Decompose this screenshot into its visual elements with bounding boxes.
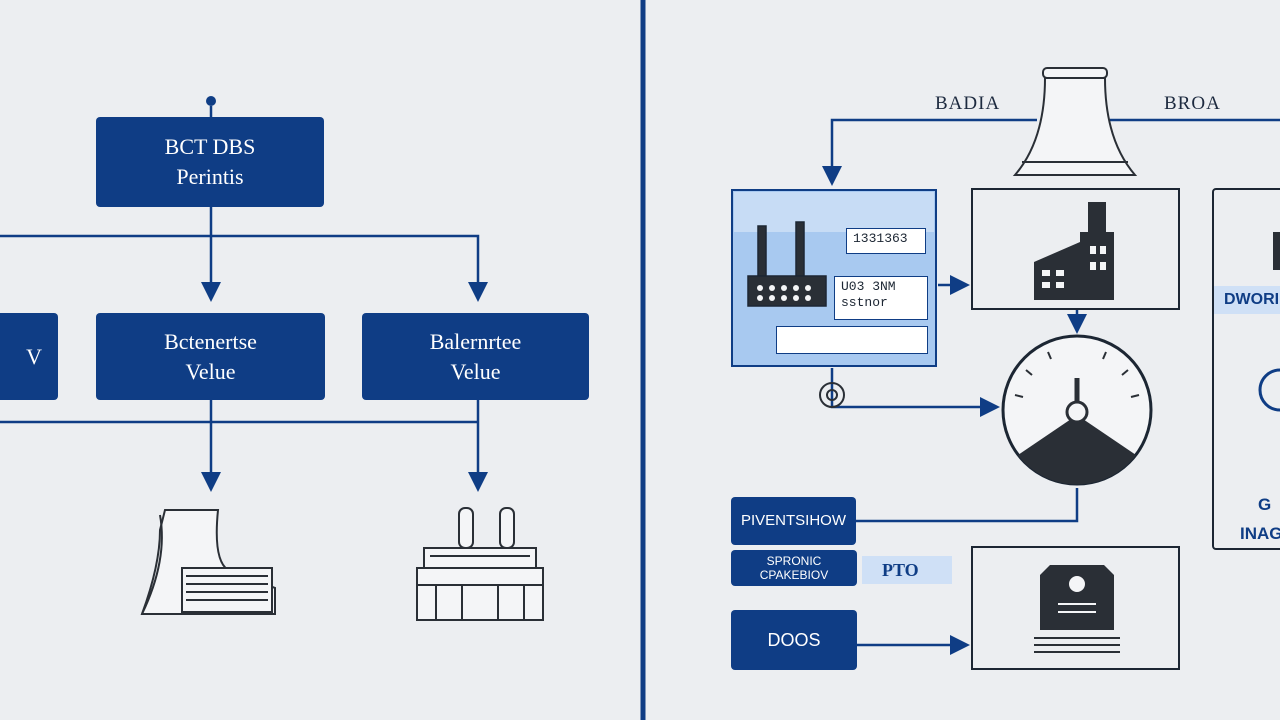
panel-b — [971, 188, 1180, 310]
side-text-1: G — [1258, 495, 1272, 514]
factory-icon — [416, 507, 544, 621]
panel-d — [971, 546, 1180, 670]
box-2[interactable]: SPRONIC CPAKEBIOV — [731, 550, 857, 586]
right-node-box[interactable]: Balernrtee Velue — [362, 313, 589, 400]
right-connectors — [822, 118, 1280, 655]
gauge-icon — [1001, 334, 1153, 486]
machine-icon — [1034, 202, 1114, 300]
center-node-line-1: Bctenertse — [164, 328, 257, 354]
label-badia: BADIA — [935, 93, 1001, 114]
box-2-line-1: SPRONIC — [766, 554, 822, 568]
partial-edge-icon — [1258, 232, 1280, 412]
box-1[interactable]: PIVENTSIHOW — [731, 497, 856, 545]
panel-a-field-1[interactable]: 1331363 — [846, 228, 926, 254]
gear-icon — [819, 382, 845, 408]
panel-a-field-2[interactable]: U03 3NM sstnor — [834, 276, 928, 320]
box-2-line-2: CPAKEBIOV — [759, 568, 829, 582]
panel-a-field-2-line-1: U03 3NM — [841, 279, 896, 294]
top-node-line-2: Perintis — [176, 164, 244, 189]
panel-c — [1212, 188, 1280, 550]
pto-tag: PTO — [862, 556, 952, 584]
left-connectors — [0, 96, 488, 492]
side-text-2: INAG — [1240, 524, 1280, 543]
center-node-box[interactable]: Bctenertse Velue — [96, 313, 325, 400]
left-node-box[interactable]: V — [0, 313, 58, 400]
label-broa: BROA — [1164, 93, 1221, 114]
panel-a-field-3[interactable] — [776, 326, 928, 354]
bell-tower-icon — [1012, 67, 1138, 176]
right-node-line-1: Balernrtee — [429, 328, 522, 354]
cooling-tower-icon — [140, 509, 276, 615]
certificate-icon — [1034, 565, 1120, 653]
box-3[interactable]: DOOS — [731, 610, 857, 670]
top-node-line-1: BCT DBS — [164, 134, 256, 159]
start-dot — [206, 96, 216, 106]
side-tag: DWORI — [1214, 286, 1280, 314]
top-node-box[interactable]: BCT DBS Perintis — [96, 117, 324, 207]
right-node-line-2: Velue — [450, 358, 501, 384]
panel-a-field-2-line-2: sstnor — [841, 295, 888, 310]
center-node-line-2: Velue — [185, 358, 236, 384]
left-node-line-1: V — [26, 343, 42, 369]
